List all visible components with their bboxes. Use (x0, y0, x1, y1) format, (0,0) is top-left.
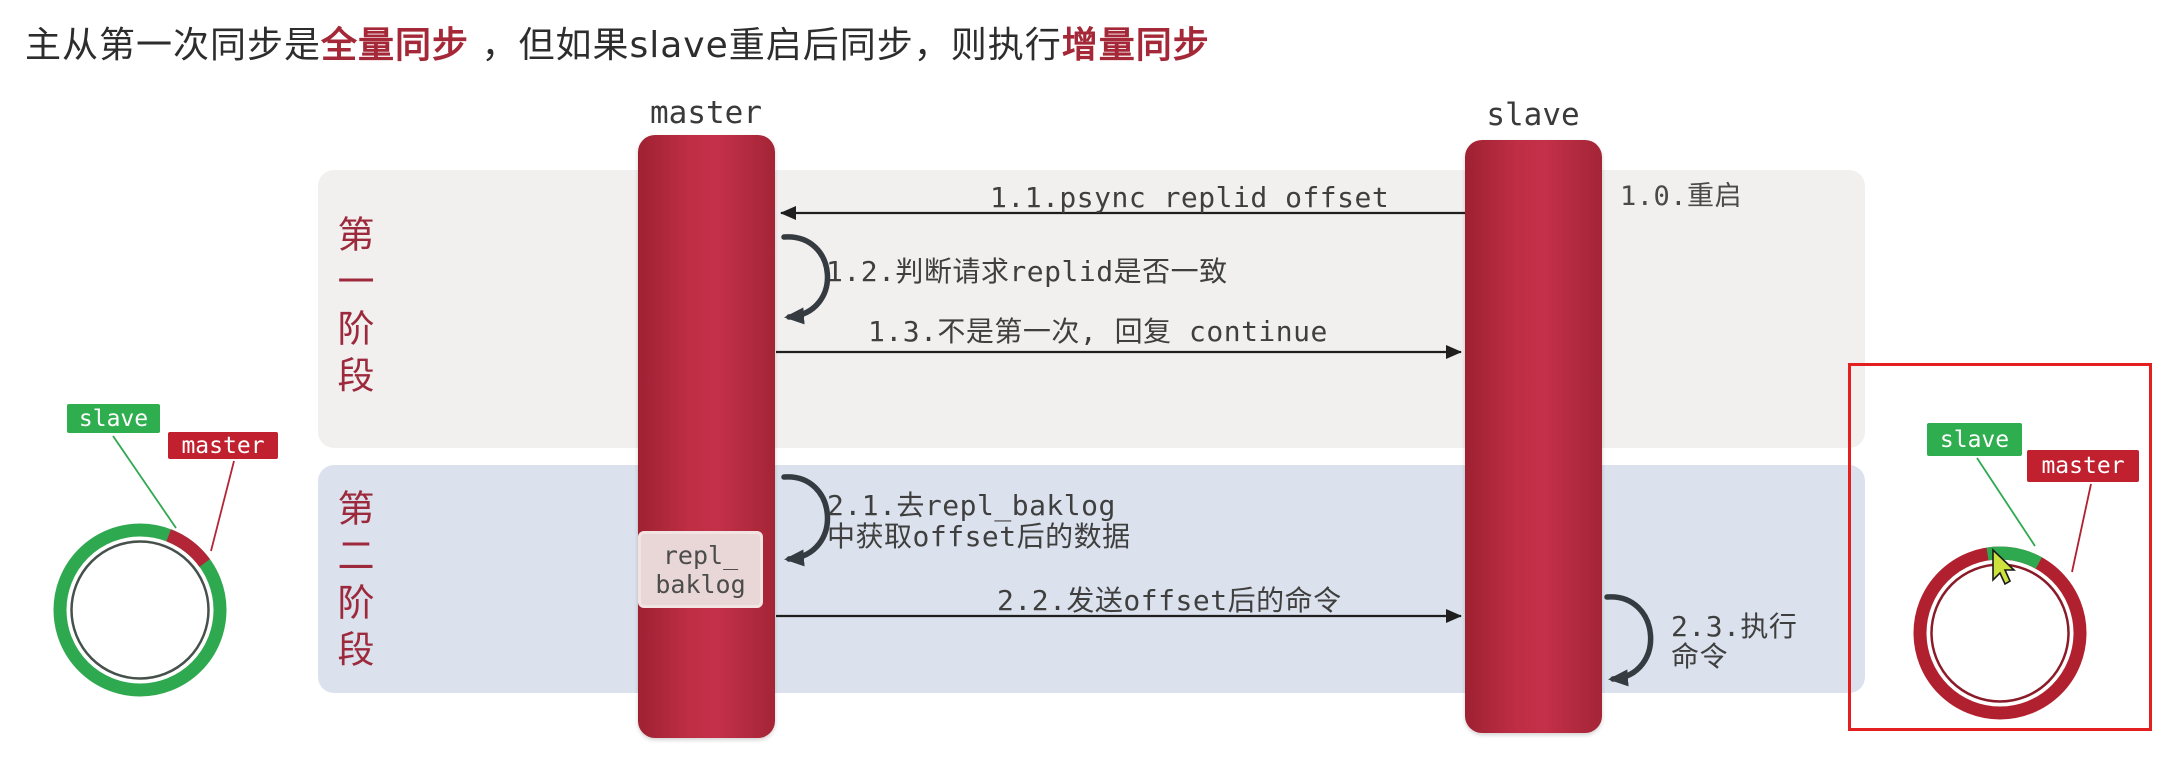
master-lifeline-label: master (650, 95, 762, 131)
repl-baklog-line2: baklog (655, 569, 746, 599)
left-ring-green-circle (53, 523, 227, 697)
label-2-3-line1: 2.3.执行 (1671, 610, 1798, 643)
right-ring-master-pointer-line (2071, 483, 2092, 573)
label-1-3-continue: 1.3.不是第一次, 回复 continue (868, 315, 1328, 348)
page-title: 主从第一次同步是全量同步 ，但如果slave重启后同步，则执行增量同步 (25, 16, 1210, 68)
slave-lifeline (1465, 140, 1602, 733)
phase1-band (318, 170, 1865, 448)
label-2-1-line1: 2.1.去repl_baklog (827, 489, 1116, 522)
phase2-band (318, 465, 1865, 693)
left-ring-red-arc (166, 529, 210, 567)
right-ring-master-badge: master (2027, 450, 2139, 482)
repl-baklog-box: repl_ baklog (638, 531, 763, 608)
title-part2: ，但如果slave重启后同步，则执行 (469, 25, 1062, 66)
phase1-label: 第一阶段 (331, 215, 374, 403)
loop-2-3-execute (1604, 594, 1654, 687)
left-ring-slave-pointer-line (112, 435, 177, 529)
label-2-1-get-offset-data: 2.1.去repl_baklog 中获取offset后的数据 (827, 490, 1131, 552)
label-1-1-psync: 1.1.psync replid offset (990, 181, 1390, 214)
right-ring-green-arc (1986, 546, 2042, 569)
right-ring-slave-pointer-line (1976, 457, 2036, 547)
right-ring-slave-badge: slave (1927, 423, 2022, 456)
title-highlight-incremental-sync: 增量同步 (1061, 25, 1210, 66)
cursor-icon (1992, 548, 2016, 586)
label-2-2-send-commands: 2.2.发送offset后的命令 (997, 584, 1342, 617)
loop-2-1-get-offset-data (781, 474, 831, 567)
loop-1-2-check-replid (781, 234, 831, 325)
left-ring-inner-line (70, 540, 210, 680)
repl-baklog-line1: repl_ (662, 540, 739, 570)
title-highlight-full-sync: 全量同步 (321, 25, 470, 66)
left-ring-slave-badge: slave (67, 404, 160, 433)
label-1-0-restart: 1.0.重启 (1620, 181, 1743, 212)
title-part1: 主从第一次同步是 (25, 25, 322, 66)
left-ring-master-badge: master (168, 432, 278, 459)
label-1-2-check-replid: 1.2.判断请求replid是否一致 (826, 255, 1228, 288)
left-ring-master-pointer-line (210, 460, 235, 552)
selection-rectangle (1848, 363, 2152, 731)
phase2-label: 第二阶段 (331, 489, 374, 677)
label-2-3-execute: 2.3.执行 命令 (1671, 612, 1797, 672)
label-2-3-line2: 命令 (1671, 640, 1729, 673)
slave-lifeline-label: slave (1486, 97, 1580, 133)
master-lifeline (638, 135, 775, 738)
label-2-1-line2: 中获取offset后的数据 (827, 520, 1131, 553)
